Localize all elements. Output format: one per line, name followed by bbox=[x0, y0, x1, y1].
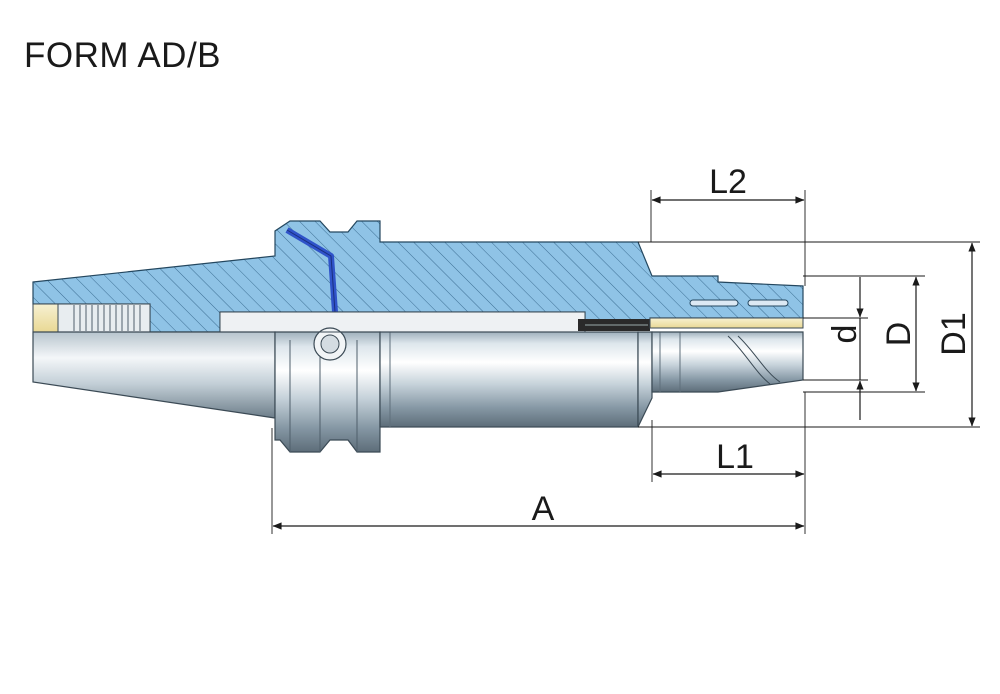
dim-label-d: d bbox=[826, 325, 864, 344]
dim-d: d bbox=[826, 277, 864, 420]
dim-A: A bbox=[271, 428, 806, 534]
dim-L2: L2 bbox=[650, 163, 806, 286]
dim-L1: L1 bbox=[651, 392, 806, 482]
dim-label-L2: L2 bbox=[709, 163, 747, 201]
page-title: FORM AD/B bbox=[24, 36, 222, 75]
nose bbox=[651, 331, 804, 393]
nose-slot-1 bbox=[689, 299, 739, 307]
tool-bore bbox=[649, 317, 804, 329]
dim-label-D1: D1 bbox=[935, 312, 973, 355]
dim-label-D: D bbox=[880, 322, 918, 347]
thread-lines bbox=[73, 305, 141, 331]
dim-D1: D1 bbox=[935, 242, 976, 427]
dim-label-A: A bbox=[532, 490, 555, 528]
dim-D: D bbox=[880, 276, 920, 392]
taper-cone bbox=[32, 331, 276, 419]
nose-slot-2 bbox=[747, 299, 789, 307]
central-bore bbox=[219, 311, 586, 333]
body-cylinder bbox=[379, 331, 639, 428]
dim-label-L1: L1 bbox=[716, 438, 754, 476]
